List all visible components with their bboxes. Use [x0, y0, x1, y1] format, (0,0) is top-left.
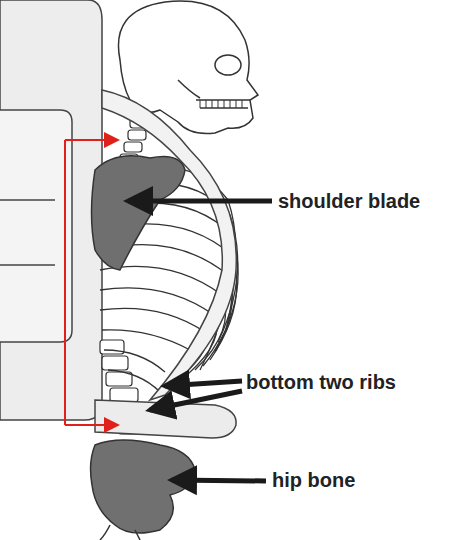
backpack: [0, 0, 102, 420]
load-bracket: [65, 140, 118, 425]
part-label: hip bone: [272, 468, 355, 492]
part-label: bottom two ribs: [246, 370, 396, 394]
hip-bone: [91, 440, 195, 540]
shoulder-blade-bone: [92, 156, 186, 270]
part-label: shoulder blade: [278, 189, 420, 213]
leader-arrows: [128, 201, 272, 481]
